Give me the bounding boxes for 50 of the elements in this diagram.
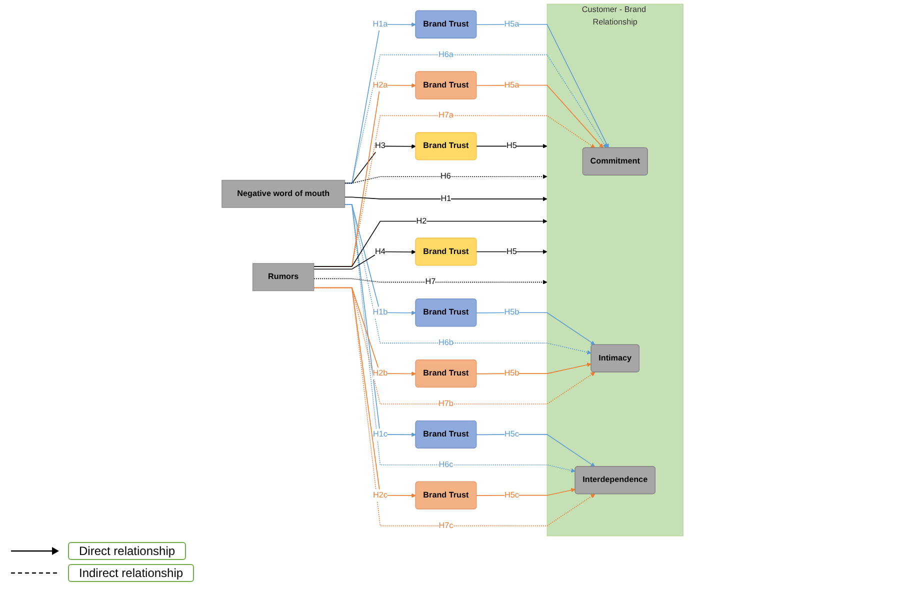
arrow	[476, 144, 548, 148]
arrow	[344, 22, 416, 184]
edge-label: H7	[425, 278, 436, 286]
edge-label: H2b	[372, 368, 388, 378]
edge-label: H4	[375, 247, 386, 256]
edge-label: H6a	[438, 50, 454, 59]
edge-label: H5c	[504, 430, 519, 438]
arrow	[314, 287, 416, 498]
edge-label: H5	[506, 247, 517, 256]
arrow	[476, 24, 609, 148]
edge-label: H1a	[372, 20, 388, 28]
arrow	[344, 204, 576, 473]
arrow	[314, 278, 548, 284]
edge-label: H2a	[372, 80, 388, 90]
edge-label: H5a	[504, 20, 520, 28]
arrow	[314, 115, 596, 267]
arrow	[314, 219, 548, 267]
edge-label: H5b	[504, 368, 520, 378]
legend-label: Indirect relationship	[68, 564, 194, 582]
edge-label: H7c	[438, 521, 454, 530]
arrow	[314, 287, 596, 526]
edge-label: H7a	[438, 111, 454, 120]
arrow	[344, 196, 548, 202]
arrow	[476, 250, 548, 254]
edge-label: H5	[506, 142, 517, 150]
arrow	[344, 54, 607, 184]
arrow	[344, 174, 548, 184]
legend-label: Direct relationship	[68, 542, 186, 560]
node-box: Negative word of mouth	[222, 180, 346, 208]
edge-label: H6c	[438, 460, 454, 469]
arrow	[476, 362, 592, 374]
arrow	[476, 312, 596, 346]
edge-label: H5c	[504, 490, 519, 500]
edge-label: H1c	[372, 430, 388, 438]
arrow	[476, 434, 596, 467]
node-box: Rumors	[252, 263, 314, 292]
arrow	[314, 250, 416, 270]
edge-label: H1b	[372, 308, 388, 317]
edge-label: H5a	[504, 80, 520, 90]
edge-label: H5b	[504, 308, 520, 317]
edge-label: H6	[440, 172, 451, 181]
edge-label: H2c	[372, 490, 388, 500]
edge-label: H6b	[438, 338, 454, 348]
arrow	[344, 204, 416, 437]
arrow	[476, 84, 604, 148]
edge-label: H1	[440, 194, 452, 204]
edge-label: H7b	[438, 399, 454, 408]
arrow	[476, 488, 576, 496]
edge-label: H2	[416, 216, 427, 226]
edge-label: H3	[375, 142, 386, 150]
